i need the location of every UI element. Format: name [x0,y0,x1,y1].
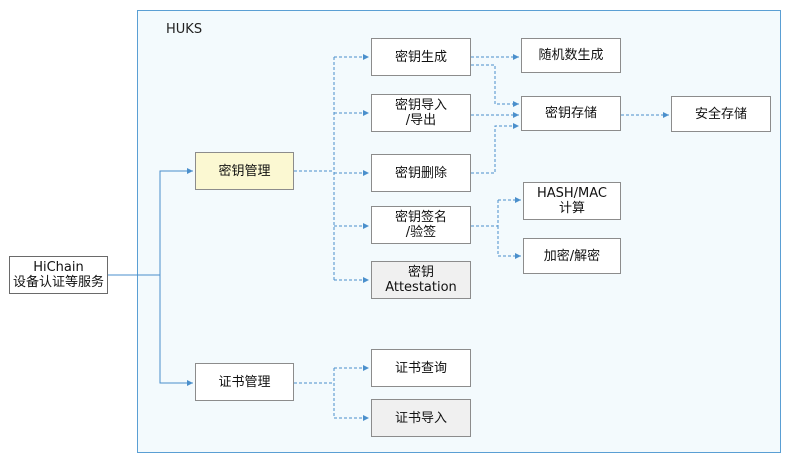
node-key-attest-line2: Attestation [385,280,457,295]
node-key-mgmt: 密钥管理 [195,152,294,190]
node-hash-mac: HASH/MAC 计算 [523,182,621,220]
node-key-gen-label: 密钥生成 [394,49,447,65]
node-key-storage-label: 密钥存储 [544,106,597,121]
edge-key-delete-key-storage [471,123,519,174]
node-hichain-line1: HiChain [33,260,84,275]
node-cert-import: 证书导入 [371,399,471,437]
node-secure-storage-label: 安全存储 [694,106,747,122]
node-hichain: HiChain 设备认证等服务 [9,256,108,294]
edge-key-sign-encrypt [497,226,521,259]
node-encrypt: 加密/解密 [523,238,621,274]
node-key-import-line1: 密钥导入 [394,98,447,113]
node-hash-mac-line2: 计算 [558,201,585,216]
node-cert-mgmt: 证书管理 [195,363,294,401]
node-cert-import-label: 证书导入 [394,410,447,426]
node-random-gen-label: 随机数生成 [538,48,604,63]
edge-hichain-cert-mgmt [108,274,193,386]
node-encrypt-label: 加密/解密 [543,248,601,264]
node-key-attest: 密钥 Attestation [371,261,471,299]
node-hichain-line2: 设备认证等服务 [12,275,104,290]
node-key-sign-line2: /验签 [405,225,437,240]
node-cert-mgmt-label: 证书管理 [218,374,271,390]
node-key-import-line2: /导出 [405,113,437,128]
node-key-attest-line1: 密钥 [407,265,434,280]
edge-key-sign-split [471,200,499,227]
node-random-gen: 随机数生成 [521,38,621,73]
node-key-import: 密钥导入 /导出 [371,94,471,132]
node-key-mgmt-label: 密钥管理 [218,163,271,179]
edge-key-gen-key-storage [471,64,519,107]
node-key-storage: 密钥存储 [521,96,621,131]
node-cert-query-label: 证书查询 [394,360,447,376]
edge-hichain-key-mgmt [108,168,193,276]
huks-container-title: HUKS [166,22,203,37]
node-secure-storage: 安全存储 [671,96,771,132]
node-hash-mac-line1: HASH/MAC [536,186,608,201]
node-key-sign-line1: 密钥签名 [394,210,447,225]
node-cert-query: 证书查询 [371,349,471,387]
node-key-gen: 密钥生成 [371,38,471,76]
node-key-sign: 密钥签名 /验签 [371,206,471,244]
node-key-delete: 密钥删除 [371,154,471,192]
node-key-delete-label: 密钥删除 [394,165,447,181]
